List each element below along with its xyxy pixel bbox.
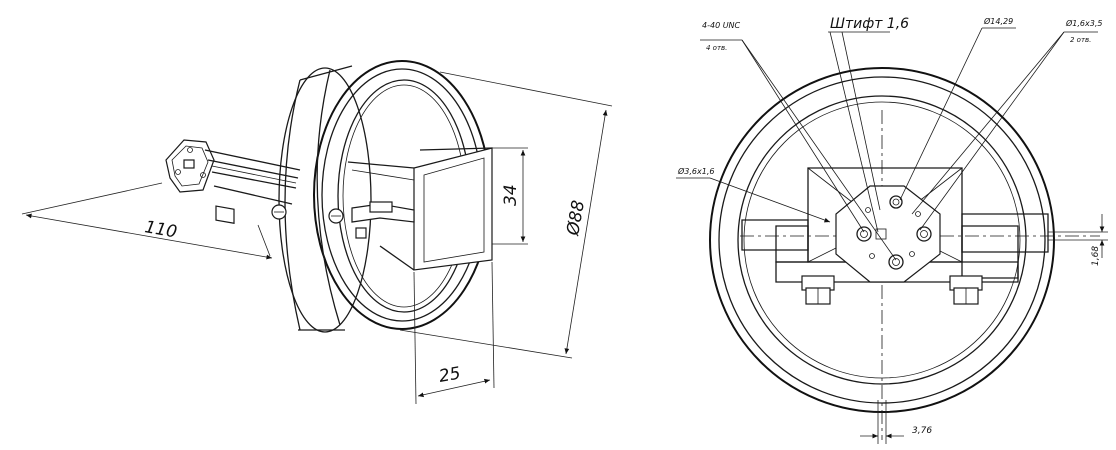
dim-offset-right: 1,68 (1048, 214, 1108, 266)
callout-side-holes-count: 2 отв. (1070, 36, 1091, 44)
dim-depth: 25 (413, 261, 495, 405)
callout-thread-spec: 4-40 UNC (702, 21, 741, 30)
mount-nuts (801, 275, 983, 305)
horn-body (741, 167, 1049, 283)
dim-diameter-label: Ø88 (563, 199, 589, 238)
callout-center-hole: Ø14,29 (983, 16, 1013, 26)
dim-offset-right-label: 1,68 (1091, 246, 1101, 266)
callout-thread-count: 4 отв. (706, 44, 727, 52)
leader-lines (676, 27, 1098, 261)
callout-pin: Штифт 1,6 (830, 16, 909, 32)
dim-diameter: Ø88 (399, 71, 613, 359)
dim-length-label: 110 (143, 217, 178, 242)
dim-offset-bottom: 3,76 (860, 400, 932, 444)
callout-side-holes: Ø1,6x3,5 (1065, 18, 1102, 28)
horn-antenna (347, 147, 493, 271)
dim-depth-label: 25 (437, 363, 462, 386)
front-view: 1,68 3,76 4-40 UNC 4 отв. Штифт 1,6 Ø14,… (676, 16, 1108, 444)
octagon-flange (835, 185, 941, 283)
dim-offset-bottom-label: 3,76 (912, 426, 932, 436)
dim-aperture-label: 34 (501, 184, 521, 206)
dim-aperture: 34 (492, 147, 528, 245)
isometric-view: 110 34 Ø88 25 (21, 60, 613, 405)
housing-back (271, 65, 372, 333)
callout-small-hole: Ø3,6x1,6 (677, 166, 714, 176)
waveguide-flange (165, 139, 215, 193)
